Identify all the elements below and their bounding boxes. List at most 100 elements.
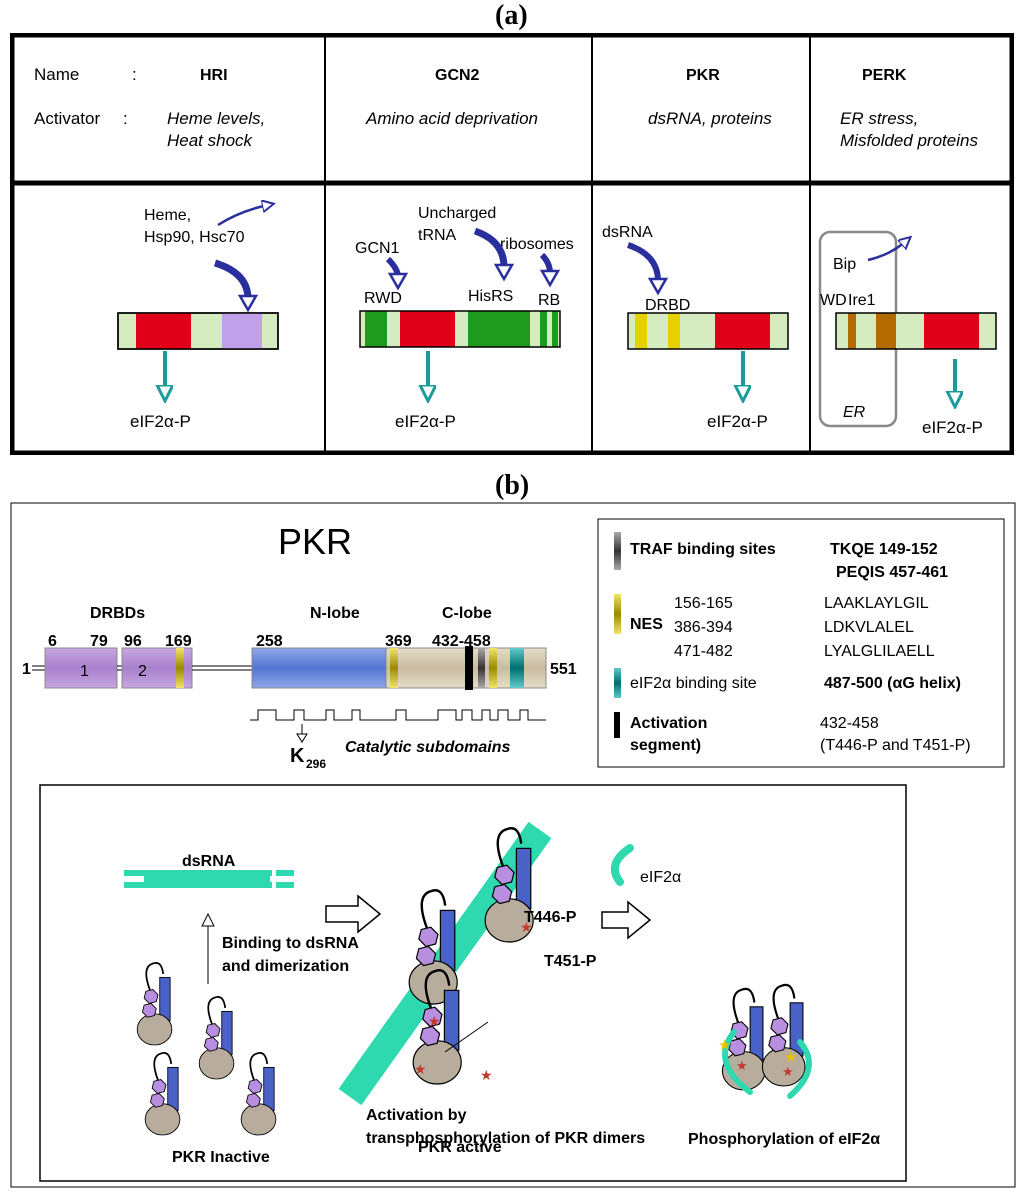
pkr-monomer-icon — [136, 961, 173, 1046]
perk-compartment-label: ER — [843, 404, 866, 421]
pos-79: 79 — [90, 633, 108, 650]
pos-369: 369 — [385, 633, 412, 650]
dsrna-icon — [124, 870, 294, 888]
legend-nes-pos-3: 471-482 — [674, 643, 733, 660]
pkr-output: eIF2α-P — [707, 412, 768, 431]
mech-activation-1: Activation by — [366, 1107, 467, 1124]
legend-nes-seq-1: LAAKLAYLGIL — [824, 595, 929, 612]
pos-169: 169 — [165, 633, 192, 650]
activation-arrow-icon — [213, 259, 252, 300]
activator-label: Activator — [34, 109, 100, 128]
dsrna-arrow-icon — [626, 242, 661, 282]
table-frame — [10, 33, 1014, 455]
release-arrow-icon — [867, 241, 906, 262]
lysine-arrowhead-icon — [296, 733, 308, 743]
hri-activator-1: Heme levels, — [167, 109, 265, 128]
legend-nes-pos-2: 386-394 — [674, 619, 733, 636]
activation-arrowhead-icon — [237, 294, 259, 313]
pos-1: 1 — [22, 661, 31, 678]
mech-active: PKR active — [418, 1139, 502, 1156]
mech-inactive: PKR Inactive — [172, 1149, 270, 1166]
pos-258: 258 — [256, 633, 283, 650]
pos-551: 551 — [550, 661, 577, 678]
gcn2-domain-bar — [359, 310, 561, 348]
eif2a-icon — [610, 844, 634, 886]
pkr-activator: dsRNA, proteins — [648, 109, 772, 128]
perk-domain-wd: WD — [820, 292, 847, 309]
pos-6: 6 — [48, 633, 57, 650]
pkr-monomer-icon — [240, 1051, 277, 1136]
panel-a-kinase-table: Name : Activator : HRI Heme levels, Heat… — [10, 33, 1014, 455]
name-label: Name — [34, 65, 79, 84]
hri-regulator-2: Hsp90, Hsc70 — [144, 229, 245, 246]
legend-traf-label: TRAF binding sites — [630, 541, 776, 558]
svg-text:★: ★ — [414, 1061, 427, 1077]
gcn2-regulator-uncharged: Uncharged — [418, 205, 496, 222]
pkr-active-dimer-icon: ★ ★ ★ ★ — [338, 821, 552, 1106]
pkr-domain-drbd: DRBD — [645, 297, 690, 314]
svg-text:★: ★ — [520, 919, 533, 935]
pkr-domain-bar: 1 2 — [32, 646, 547, 690]
name-colon: : — [132, 65, 137, 84]
perk-output: eIF2α-P — [922, 418, 983, 437]
gcn2-output: eIF2α-P — [395, 412, 456, 431]
kinase-name-pkr: PKR — [686, 67, 720, 84]
trna-arrow-icon — [473, 227, 508, 268]
nlobe-label: N-lobe — [310, 605, 360, 622]
progression-arrow-icon — [325, 894, 382, 934]
gcn2-regulator-gcn1: GCN1 — [355, 240, 400, 257]
perk-domain-ire1: Ire1 — [848, 292, 876, 309]
legend-nes-pos-1: 156-165 — [674, 595, 733, 612]
lysine-label: K — [290, 745, 305, 767]
kinase-name-gcn2: GCN2 — [435, 67, 480, 84]
legend-act-value-2: (T446-P and T451-P) — [820, 737, 971, 754]
gcn2-domain-rwd: RWD — [364, 290, 402, 307]
kinase-name-perk: PERK — [862, 67, 907, 84]
hri-domain-bar — [117, 312, 279, 350]
legend-act-label-2: segment) — [630, 737, 701, 754]
legend-eif-value: 487-500 (αG helix) — [824, 675, 961, 692]
mech-activation-2: transphosphorylation of PKR dimers — [366, 1130, 645, 1147]
panel-b-label: (b) — [495, 470, 530, 501]
panel-b-frame — [10, 502, 1016, 1188]
legend-nes-label: NES — [630, 616, 663, 633]
svg-text:★: ★ — [782, 1064, 794, 1079]
trna-arrowhead-icon — [493, 263, 515, 282]
legend-nes-seq-3: LYALGLILAELL — [824, 643, 935, 660]
progression-arrow-icon — [601, 900, 652, 940]
ribosome-arrowhead-icon — [539, 269, 561, 288]
mech-t451: T451-P — [544, 953, 597, 970]
catalytic-label: Catalytic subdomains — [345, 739, 510, 756]
pos-432: 432-458 — [432, 633, 491, 650]
pkr-monomer-icon — [198, 995, 235, 1080]
clobe-label: C-lobe — [442, 605, 492, 622]
mech-phospho: Phosphorylation of eIF2α — [688, 1131, 880, 1148]
panel-a-label: (a) — [495, 0, 528, 31]
drbd1-number: 1 — [80, 663, 89, 680]
mech-binding-2: and dimerization — [222, 958, 349, 975]
perk-activator-2: Misfolded proteins — [840, 131, 978, 150]
pkr-title: PKR — [278, 521, 352, 562]
drbds-label: DRBDs — [90, 605, 145, 622]
activator-colon: : — [123, 109, 128, 128]
mechanism-box: dsRNA Binding to dsRNA and dimerization … — [39, 784, 907, 1182]
drbd2-number: 2 — [138, 663, 147, 680]
svg-text:★: ★ — [718, 1037, 731, 1054]
legend-traf-1: TKQE 149-152 — [830, 541, 938, 558]
svg-text:★: ★ — [736, 1058, 748, 1073]
dimer-link-icon — [444, 1021, 489, 1053]
perk-regulator-bip: Bip — [833, 256, 856, 273]
pkr-monomer-icon — [144, 1051, 181, 1136]
legend-act-value-1: 432-458 — [820, 715, 879, 732]
gcn2-regulator-ribosomes: ribosomes — [500, 236, 574, 253]
dsrna-arrowhead-icon — [647, 277, 669, 296]
mech-binding-1: Binding to dsRNA — [222, 935, 359, 952]
pkr-domain-bar — [627, 312, 789, 350]
gcn2-domain-hisrs: HisRS — [468, 288, 513, 305]
pkr-regulator-dsrna: dsRNA — [602, 224, 653, 241]
catalytic-subdomain-marks — [250, 709, 546, 721]
binding-arrowhead-icon — [201, 912, 215, 927]
svg-text:★: ★ — [428, 1013, 441, 1029]
svg-text:★: ★ — [480, 1067, 493, 1083]
release-arrow-icon — [217, 205, 268, 227]
